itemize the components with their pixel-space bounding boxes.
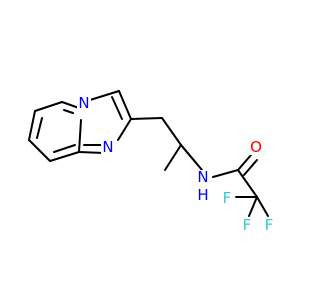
bond bbox=[180, 144, 198, 165]
side-chain-bonds bbox=[130, 117, 269, 217]
atom-label-f-bottom-left: F bbox=[243, 216, 252, 234]
bond bbox=[111, 96, 123, 120]
bond bbox=[28, 110, 36, 141]
atom-label-n-bridge: N bbox=[78, 94, 89, 112]
bond bbox=[256, 196, 269, 217]
imidazole-ring-bonds bbox=[78, 90, 132, 154]
bond bbox=[237, 154, 252, 171]
bond bbox=[78, 151, 105, 154]
atom-label-o-carbonyl: O bbox=[250, 138, 262, 156]
atom-label-f-left: F bbox=[223, 189, 232, 207]
pyridine-ring-bonds bbox=[28, 101, 82, 162]
atom-label-n-amide: N bbox=[197, 168, 208, 186]
bond bbox=[164, 144, 182, 171]
atom-label-h-amide: H bbox=[197, 186, 208, 204]
bond bbox=[63, 109, 74, 114]
bond bbox=[118, 90, 132, 120]
bond bbox=[28, 139, 51, 162]
bond bbox=[61, 101, 80, 109]
atom-labels: N N N H O F F F bbox=[77, 94, 276, 234]
atom-label-n-imidazole: N bbox=[102, 138, 113, 156]
bond bbox=[130, 117, 163, 120]
structure-svg: N N N H O F F F bbox=[28, 90, 276, 234]
bond bbox=[212, 169, 239, 178]
bond bbox=[161, 117, 182, 146]
bond bbox=[49, 151, 80, 162]
bond bbox=[248, 196, 258, 217]
bond bbox=[89, 90, 120, 101]
bond bbox=[36, 117, 43, 139]
atom-label-f-bottom-right: F bbox=[265, 216, 274, 234]
bond bbox=[237, 169, 258, 198]
bond bbox=[243, 159, 258, 176]
bond bbox=[53, 144, 76, 153]
bond bbox=[117, 118, 132, 141]
bond bbox=[78, 119, 82, 153]
molecule-structure: N N N H O F F F bbox=[28, 90, 276, 234]
bond bbox=[34, 101, 63, 112]
